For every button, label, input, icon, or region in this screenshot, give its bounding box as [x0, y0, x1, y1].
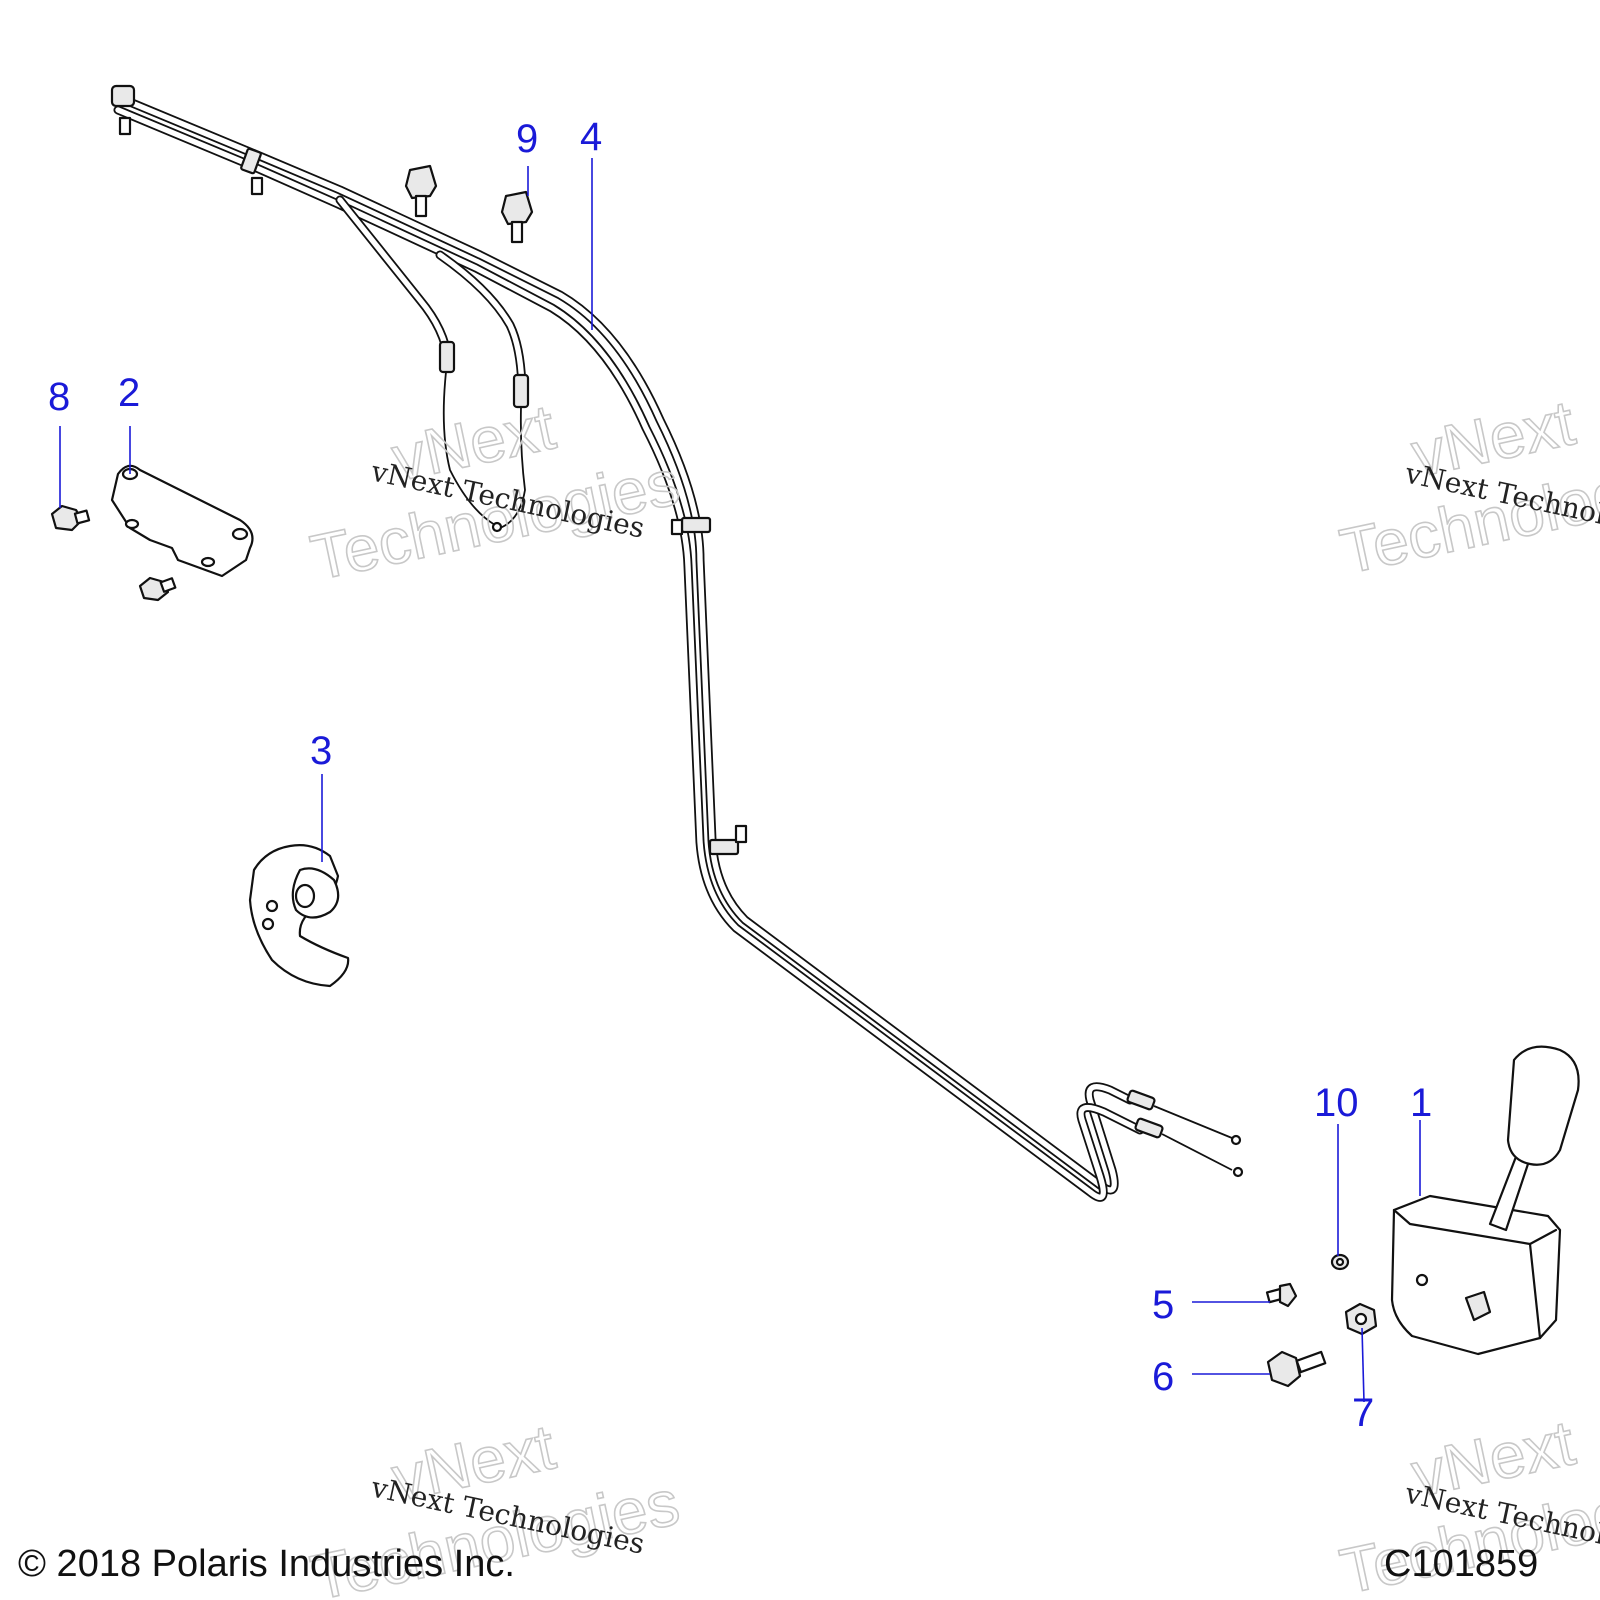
callout-4: 4	[580, 115, 602, 159]
nut-7	[1344, 1302, 1378, 1336]
shifter-assembly	[1390, 1045, 1580, 1356]
callout-1: 1	[1410, 1081, 1432, 1125]
mount-bracket	[110, 464, 254, 578]
callout-2: 2	[118, 371, 140, 415]
bolt-5	[1265, 1282, 1298, 1308]
callout-6: 6	[1152, 1355, 1174, 1399]
callout-3: 3	[310, 729, 332, 773]
push-fastener-9	[404, 164, 534, 244]
diagram-code: C101859	[1384, 1543, 1539, 1585]
callout-10: 10	[1314, 1081, 1359, 1125]
bolt-8	[50, 504, 177, 602]
callout-7: 7	[1352, 1391, 1374, 1435]
copyright-notice: © 2018 Polaris Industries Inc.	[18, 1543, 515, 1585]
callout-9: 9	[516, 117, 538, 161]
callout-5: 5	[1152, 1283, 1174, 1327]
callout-8: 8	[48, 375, 70, 419]
cable-mount-plate	[248, 844, 350, 988]
shift-cable-assembly	[110, 84, 1244, 1202]
callout-labels: 1 2 3 4 5 6 7 8 9 10	[48, 115, 1432, 1435]
nut-10	[1330, 1253, 1350, 1271]
callout-leaders	[59, 158, 1421, 1403]
bolt-6	[1266, 1350, 1327, 1388]
